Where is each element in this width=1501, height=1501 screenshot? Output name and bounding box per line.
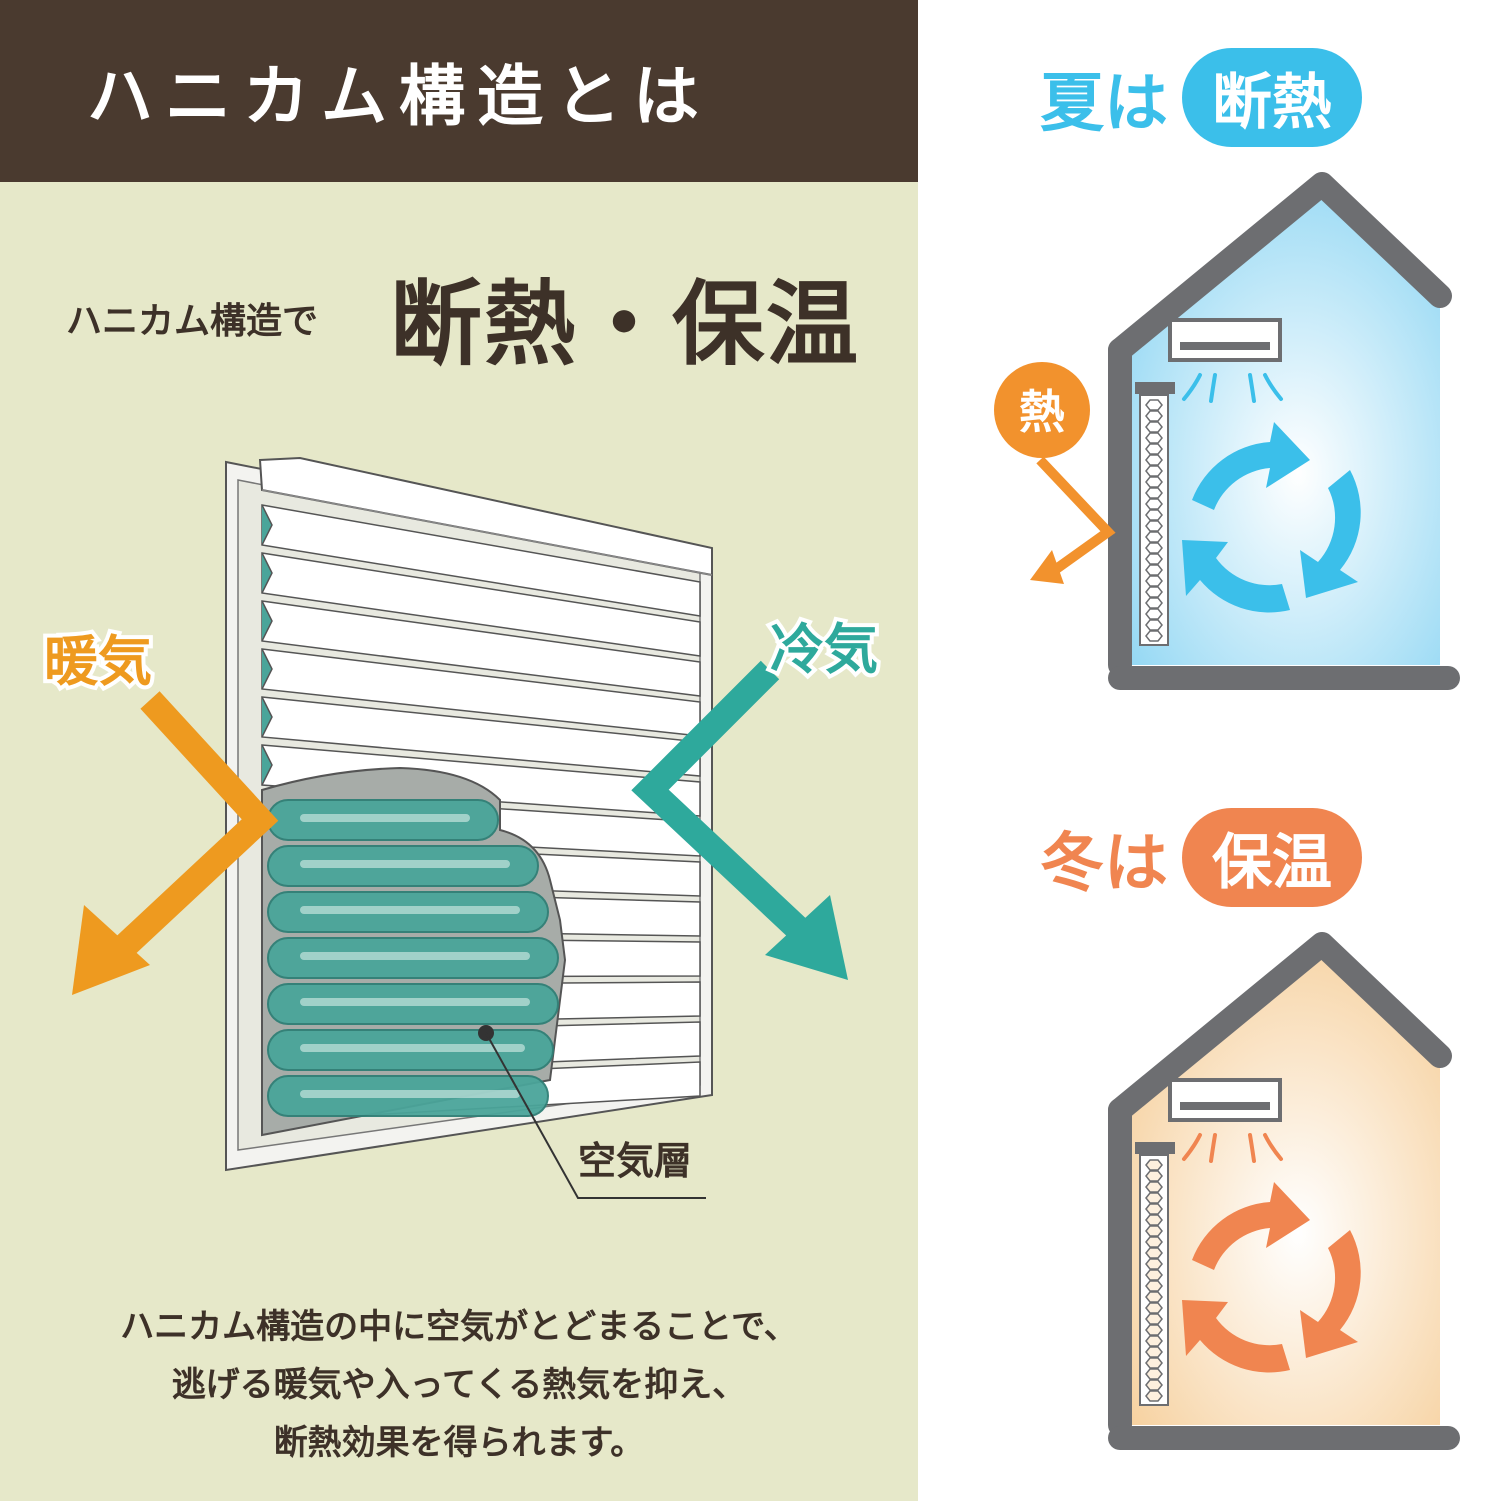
description: ハニカム構造の中に空気がとどまることで、 逃げる暖気や入ってくる熱気を抑え、 断… xyxy=(0,1298,918,1472)
honeycomb-cell-icon xyxy=(1145,1390,1163,1402)
honeycomb-cell-icon xyxy=(1145,619,1163,631)
honeycomb-cell-icon xyxy=(1145,1159,1163,1171)
summer-aircon xyxy=(1168,318,1282,362)
cell-highlight xyxy=(300,952,530,960)
honeycomb-cell-icon xyxy=(1145,1335,1163,1347)
honeycomb-cell-icon xyxy=(1145,1379,1163,1391)
heat-arrow xyxy=(1030,456,1116,584)
cell-highlight xyxy=(300,906,520,914)
honeycomb-cell-icon xyxy=(1145,575,1163,587)
subtitle-big: 断熱・保温 xyxy=(390,271,861,378)
honeycomb-cell-icon xyxy=(1145,542,1163,554)
honeycomb-cell-icon xyxy=(1145,1313,1163,1325)
summer-pill: 断熱 xyxy=(1182,48,1362,147)
honeycomb-cell-icon xyxy=(1145,1203,1163,1215)
honeycomb-cell-icon xyxy=(1145,531,1163,543)
cell-highlight xyxy=(300,860,510,868)
head-rail xyxy=(258,456,713,577)
honeycomb-cell-icon xyxy=(1145,564,1163,576)
header-bar: ハニカム構造とは xyxy=(0,0,918,182)
honeycomb-cell-icon xyxy=(1145,509,1163,521)
summer-prefix: 夏は xyxy=(1040,66,1168,141)
summer-house-illustration: 熱 xyxy=(994,172,1460,690)
honeycomb-cell-icon xyxy=(1145,1170,1163,1182)
winter-aircon xyxy=(1168,1078,1282,1122)
winter-circulation-arrows xyxy=(1182,1182,1361,1373)
honeycomb-cell-icon xyxy=(1145,1236,1163,1248)
honeycomb-cell-icon xyxy=(1145,597,1163,609)
cool-air-arrow xyxy=(631,660,848,980)
winter-aircon-airflow xyxy=(1182,1133,1283,1163)
pleat-edge xyxy=(261,744,273,786)
pleat-edge xyxy=(261,600,273,642)
description-line: ハニカム構造の中に空気がとどまることで、 xyxy=(120,1307,798,1347)
honeycomb-cell-icon xyxy=(1145,1258,1163,1270)
air-layer-label: 空気層 xyxy=(578,1139,692,1183)
honeycomb-cell-icon xyxy=(1145,608,1163,620)
honeycomb-cell-icon xyxy=(1145,1346,1163,1358)
pleat-edge xyxy=(261,648,273,690)
winter-honeycomb-blind xyxy=(1139,1154,1169,1406)
honeycomb-cell-icon xyxy=(1145,586,1163,598)
honeycomb-cell-icon xyxy=(1145,1181,1163,1193)
warm-air-label: 暖気 xyxy=(44,630,152,693)
honeycomb-cell-icon xyxy=(1145,1280,1163,1292)
pleat-edge xyxy=(261,504,273,546)
cool-air-label: 冷気 xyxy=(770,618,878,681)
honeycomb-cell-icon xyxy=(1145,1225,1163,1237)
pleat-edge xyxy=(261,552,273,594)
honeycomb-cutaway xyxy=(261,766,567,1137)
pleat-edge xyxy=(261,696,273,738)
honeycomb-cell-icon xyxy=(1145,399,1163,411)
winter-pill: 保温 xyxy=(1182,808,1362,907)
subtitle-small: ハニカム構造で xyxy=(66,301,319,342)
honeycomb-cell-icon xyxy=(1145,1247,1163,1259)
honeycomb-cell-icon xyxy=(1145,1269,1163,1281)
page-title: ハニカム構造とは xyxy=(87,58,711,135)
heat-label: 熱 xyxy=(1019,385,1065,439)
warm-air-arrow xyxy=(72,691,279,995)
winter-prefix: 冬は xyxy=(1040,826,1168,901)
honeycomb-cell-icon xyxy=(1145,454,1163,466)
honeycomb-cell-icon xyxy=(1145,1357,1163,1369)
honeycomb-cell-icon xyxy=(1145,1192,1163,1204)
honeycomb-cell-icon xyxy=(1145,1214,1163,1226)
summer-honeycomb-blind xyxy=(1139,394,1169,646)
cell-highlight xyxy=(300,1044,525,1052)
air-layer-leader xyxy=(478,1025,706,1199)
honeycomb-cell-icon xyxy=(1145,465,1163,477)
honeycomb-cell-icon xyxy=(1145,1324,1163,1336)
description-line: 断熱効果を得られます。 xyxy=(273,1423,645,1463)
honeycomb-cell-icon xyxy=(1145,421,1163,433)
description-line: 逃げる暖気や入ってくる熱気を抑え、 xyxy=(171,1365,747,1405)
cell-highlight xyxy=(300,814,470,822)
summer-title: 夏は 断熱 xyxy=(1040,48,1362,147)
honeycomb-cell-icon xyxy=(1145,520,1163,532)
winter-house-illustration xyxy=(1108,932,1460,1450)
honeycomb-cell-icon xyxy=(1145,487,1163,499)
honeycomb-cell-icon xyxy=(1145,476,1163,488)
honeycomb-cell-icon xyxy=(1145,1291,1163,1303)
honeycomb-cell-icon xyxy=(1145,1368,1163,1380)
honeycomb-cell-icon xyxy=(1145,432,1163,444)
subtitle: ハニカム構造で 断熱・保温 xyxy=(0,240,918,378)
honeycomb-cell-icon xyxy=(1145,1302,1163,1314)
heat-badge xyxy=(994,362,1090,458)
honeycomb-cell-icon xyxy=(1145,443,1163,455)
summer-aircon-airflow xyxy=(1182,373,1283,403)
honeycomb-cell-icon xyxy=(1145,630,1163,642)
winter-title: 冬は 保温 xyxy=(1040,808,1362,907)
honeycomb-info-panel: ハニカム構造とは ハニカム構造で 断熱・保温 xyxy=(0,0,918,1501)
honeycomb-blind-diagram: 暖気 冷気 空気層 xyxy=(40,456,882,1199)
honeycomb-cell-icon xyxy=(1145,553,1163,565)
cell-highlight xyxy=(300,998,530,1006)
honeycomb-cell-icon xyxy=(1145,498,1163,510)
honeycomb-cell-icon xyxy=(1145,410,1163,422)
cell-highlight xyxy=(300,1090,520,1098)
summer-circulation-arrows xyxy=(1182,422,1361,613)
